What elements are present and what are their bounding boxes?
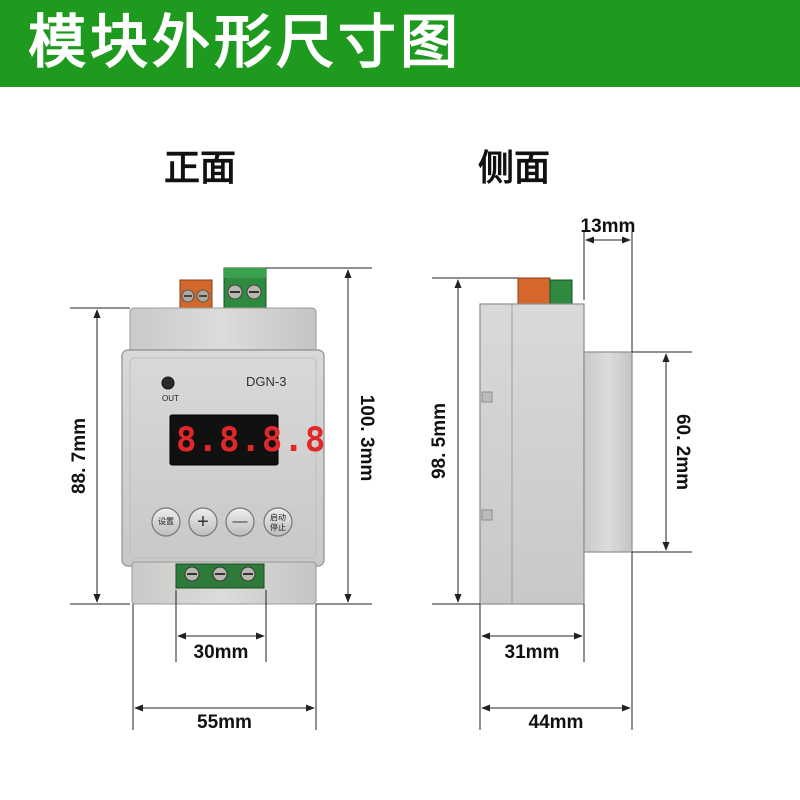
side-height-label: 98. 5mm (429, 402, 450, 480)
set-button-label: 设置 (158, 517, 174, 526)
minus-button-label: — (232, 513, 248, 530)
side-view (479, 277, 633, 605)
front-width-label: 55mm (197, 712, 252, 733)
plus-button-label: + (197, 511, 209, 533)
front-height-label: 88. 7mm (69, 417, 90, 495)
set-button[interactable] (151, 507, 181, 537)
front-view (121, 267, 325, 605)
side-base-label: 31mm (504, 642, 560, 663)
minus-button[interactable] (225, 507, 255, 537)
side-rail-height-label: 60. 2mm (672, 413, 693, 491)
front-terminal-width-label: 30mm (193, 642, 249, 663)
bottom-terminal-block (175, 563, 265, 589)
side-rail-mount (583, 351, 633, 553)
front-view-label: 正面 (164, 147, 237, 189)
side-dimension-lines (432, 232, 692, 730)
front-dimension-lines (70, 267, 372, 730)
out-led-icon (161, 376, 175, 390)
side-top-label: 13mm (580, 216, 636, 237)
side-body (479, 303, 585, 605)
title-banner: 模块外形尺寸图 (0, 0, 800, 87)
top-terminal-green (223, 267, 267, 309)
out-indicator-label: OUT (162, 394, 179, 403)
page-title: 模块外形尺寸图 (28, 8, 463, 76)
front-upper-housing (129, 307, 317, 357)
plus-button[interactable] (188, 507, 218, 537)
model-label: DGN-3 (246, 374, 287, 389)
start-stop-button[interactable] (263, 507, 293, 537)
start-button-label: 启动 (270, 513, 286, 522)
side-view-label: 侧面 (478, 147, 551, 189)
stop-button-label: 停止 (270, 523, 286, 532)
seven-segment-display (169, 414, 279, 466)
front-total-height-label: 100. 3mm (356, 394, 377, 482)
side-depth-label: 44mm (528, 712, 584, 733)
display-digits: 8.8.8.8 (176, 420, 327, 460)
top-terminal-orange (179, 279, 213, 311)
